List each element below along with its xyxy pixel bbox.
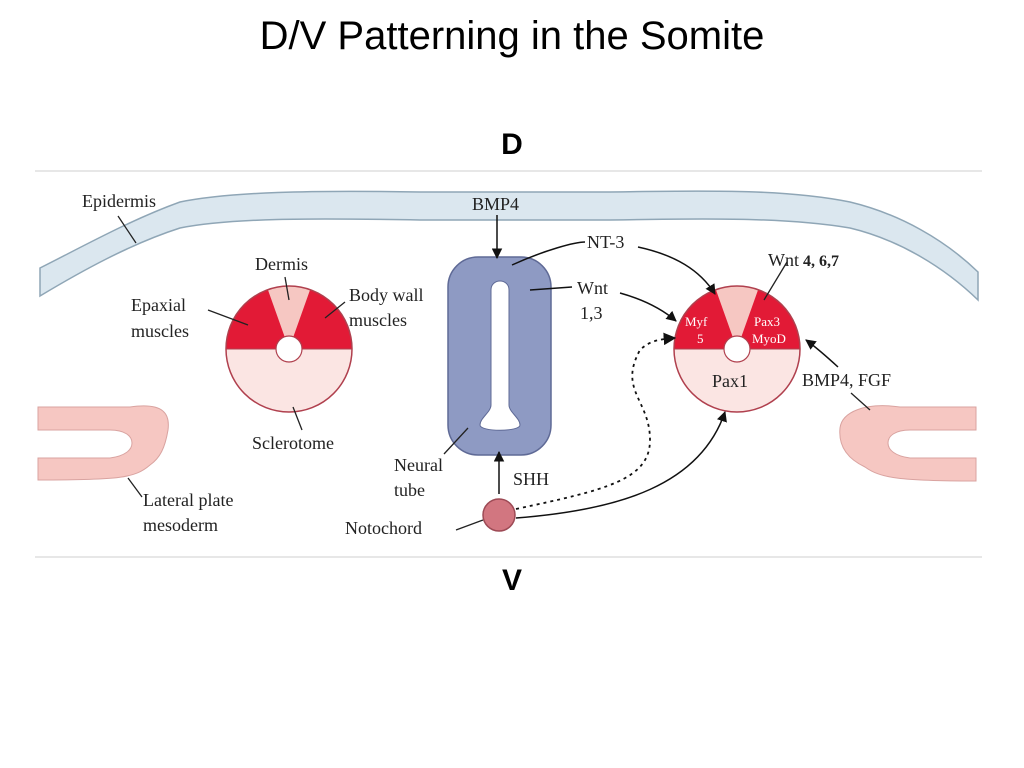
neural-tube-label-line1: Neural <box>394 455 443 475</box>
wnt-a-leader <box>763 261 788 301</box>
bmp4-fgf-arrow <box>805 339 839 368</box>
notochord-dotted-arrow <box>515 332 677 510</box>
pax1-label: Pax1 <box>712 371 748 391</box>
dermis-leader <box>284 276 290 301</box>
wnt-b-arrow <box>529 286 676 321</box>
notochord-leader <box>455 519 484 531</box>
epaxial-label-line1: Epaxial <box>131 295 186 315</box>
body-wall-label-line1: Body wall <box>349 285 424 305</box>
myf-label-line2: 5 <box>697 331 704 346</box>
lateral-plate-left <box>37 405 169 481</box>
epaxial-label-line2: muscles <box>131 321 189 341</box>
shh-label: SHH <box>513 469 549 489</box>
ventral-label: V <box>501 564 522 597</box>
body-wall-leader <box>324 301 346 319</box>
bmp4-fgf-label: BMP4, FGF <box>802 370 891 390</box>
notochord <box>482 498 516 532</box>
left-somite <box>225 285 353 413</box>
body-wall-label-line2: muscles <box>349 310 407 330</box>
nt3-label: NT-3 <box>587 232 624 252</box>
wnt-a-word: Wnt <box>768 250 799 270</box>
nt3-arrow <box>511 241 715 294</box>
sclerotome-leader <box>292 406 303 431</box>
lateral-plate-right <box>839 405 977 482</box>
lateral-plate-leader <box>127 477 143 498</box>
wnt-a-suffix: 4, 6,7 <box>803 253 839 270</box>
myf-label-line1: Myf <box>685 314 708 329</box>
notochord-label: Notochord <box>345 518 422 538</box>
neural-tube <box>447 256 552 456</box>
sclerotome-label: Sclerotome <box>252 433 334 453</box>
right-somite <box>673 285 801 413</box>
bmp4-top-label: BMP4 <box>472 194 519 214</box>
dermis-label: Dermis <box>255 254 308 274</box>
neural-tube-label-line2: tube <box>394 480 425 500</box>
wnt-b-label-line1: Wnt <box>577 278 608 298</box>
notochord-solid-arrow <box>515 411 727 519</box>
dorsal-label: D <box>501 128 523 161</box>
epidermis-band <box>39 190 979 302</box>
lateral-plate-label-line2: mesoderm <box>143 515 218 535</box>
myod-label: MyoD <box>752 331 786 346</box>
wnt-b-label-line2: 1,3 <box>580 303 603 323</box>
epaxial-leader <box>207 309 249 326</box>
lateral-plate-label-line1: Lateral plate <box>143 490 233 510</box>
epidermis-leader <box>117 215 137 244</box>
epidermis-label: Epidermis <box>82 191 156 211</box>
bmp4-fgf-leader <box>850 392 871 411</box>
pax3-label: Pax3 <box>754 314 780 329</box>
slide-title: D/V Patterning in the Somite <box>259 14 765 58</box>
neural-tube-leader <box>443 427 469 455</box>
